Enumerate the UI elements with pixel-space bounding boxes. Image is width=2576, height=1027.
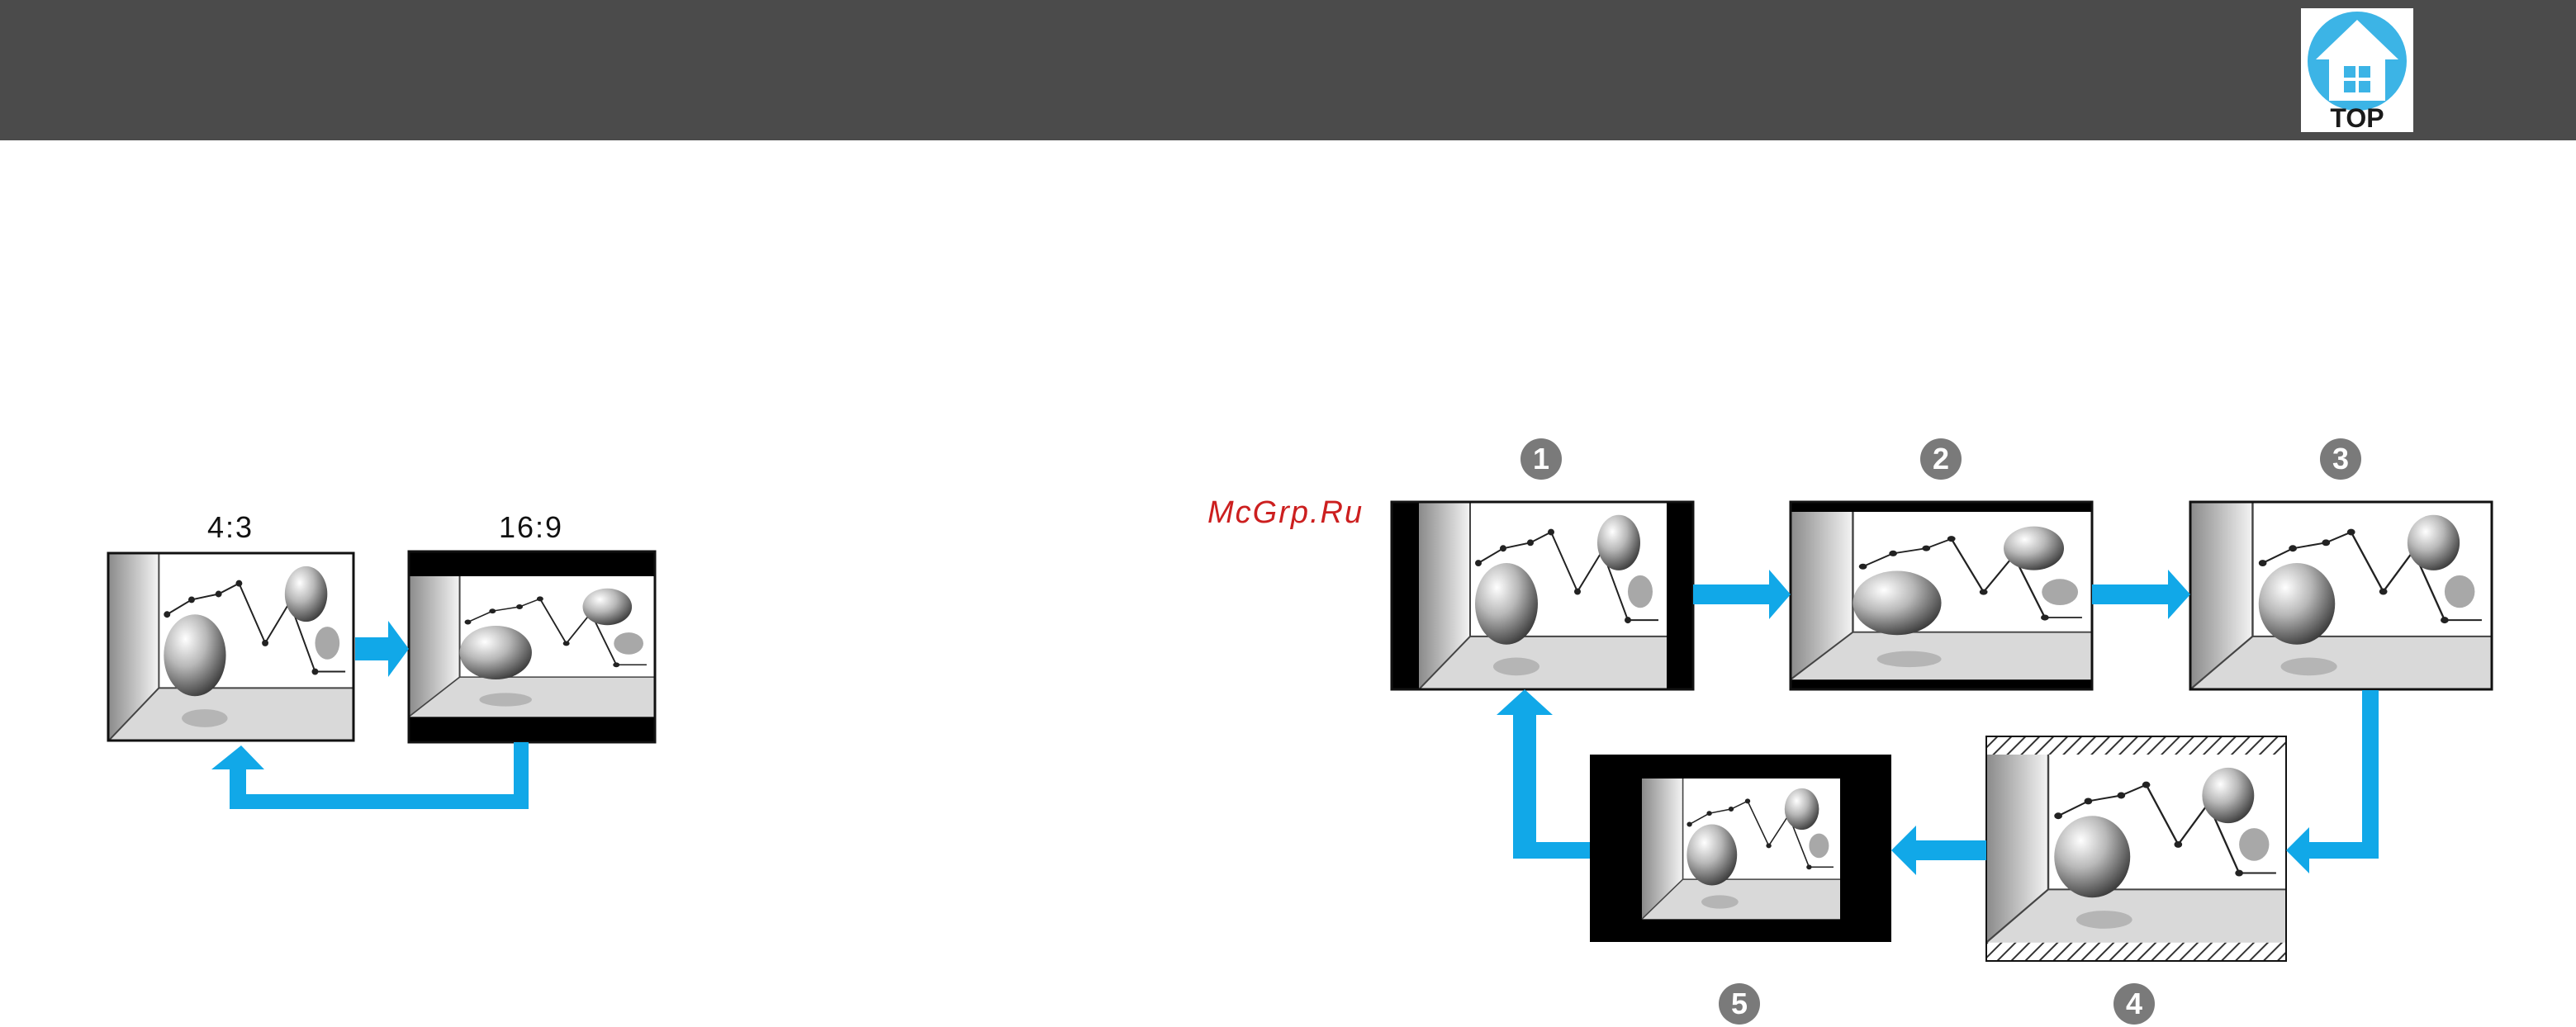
label-4-3: 4:3: [207, 510, 254, 545]
screen-4-3: [108, 553, 353, 741]
right-aspect-diagram: [1392, 502, 2492, 961]
screen-1: [1392, 502, 1693, 689]
screen-4: [1986, 736, 2286, 961]
arrow-2-to-3-icon: [2092, 570, 2190, 619]
screen-16-9: [409, 551, 655, 742]
screen-5: [1590, 755, 1891, 942]
watermark-text: McGrp.Ru: [1207, 495, 1364, 531]
screen-2: [1791, 502, 2092, 689]
arrow-return-icon: [211, 742, 529, 809]
left-aspect-diagram: [108, 551, 655, 809]
arrow-3-to-4-icon: [2286, 690, 2379, 873]
step-number-3: 3: [2320, 438, 2361, 480]
arrow-1-to-2-icon: [1693, 570, 1791, 619]
step-number-1: 1: [1520, 438, 1562, 480]
screen-3: [2190, 502, 2492, 689]
step-number-4: 4: [2113, 983, 2155, 1025]
arrow-5-to-1-icon: [1497, 689, 1590, 859]
step-number-5: 5: [1719, 983, 1760, 1025]
step-number-2: 2: [1920, 438, 1962, 480]
arrow-4-to-5-icon: [1891, 826, 1986, 875]
arrow-right-icon: [355, 621, 409, 677]
label-16-9: 16:9: [499, 510, 563, 545]
